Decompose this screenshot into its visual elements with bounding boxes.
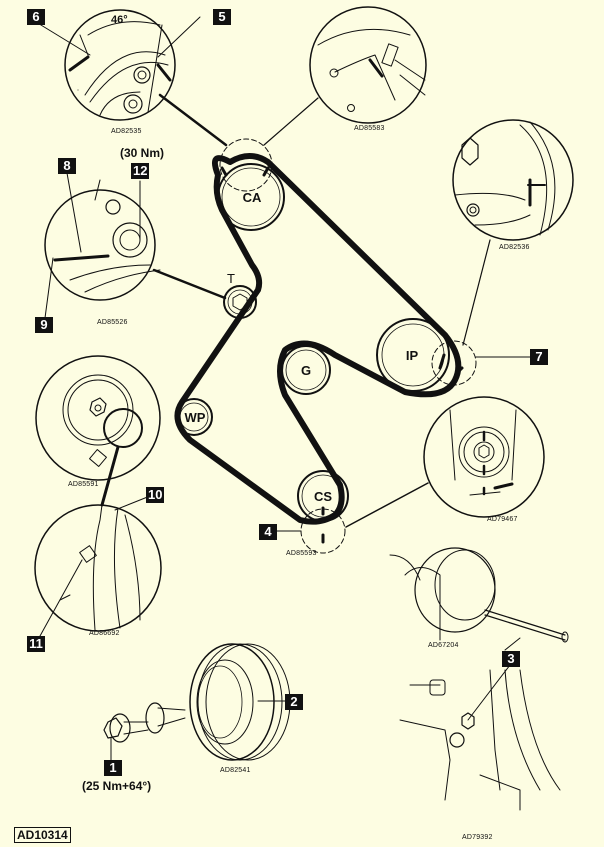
crankshaft-pulley xyxy=(297,470,349,522)
cam-mark-zone xyxy=(219,138,273,192)
ref-cam-lock: AD85583 xyxy=(354,125,385,132)
ref-tensioner: AD85526 xyxy=(97,319,128,326)
callout-12: 12 xyxy=(131,163,150,179)
ref-cam-timing: AD82535 xyxy=(111,128,142,135)
ref-tensioner-pointer: AD85591 xyxy=(68,481,99,488)
callout-2: 2 xyxy=(285,694,303,710)
callout-7: 7 xyxy=(530,349,548,365)
camshaft-pulley xyxy=(217,163,285,231)
callout-9: 9 xyxy=(35,317,53,333)
ref-flywheel: AD79392 xyxy=(462,834,493,841)
callout-4: 4 xyxy=(259,524,277,540)
figure-id: AD10314 xyxy=(14,827,71,843)
timing-marks xyxy=(220,166,464,544)
detail-pump-timing xyxy=(452,119,574,241)
ref-crank-timing: AD79467 xyxy=(487,516,518,523)
pulley-label-ip: IP xyxy=(405,348,419,363)
angle-annotation: 46° xyxy=(111,14,128,26)
callout-8: 8 xyxy=(58,158,76,174)
detail-tensioner-marks xyxy=(34,504,162,632)
pulley-label-g: G xyxy=(300,363,312,378)
ref-pulley: AD82541 xyxy=(220,767,251,774)
pulley-label-wp: WP xyxy=(184,410,206,425)
detail-cam-lock xyxy=(309,6,427,124)
pulley-label-ca: CA xyxy=(242,190,262,205)
tensioner-pulley xyxy=(223,285,257,319)
timing-belt xyxy=(174,153,462,525)
ref-tensioner-detail: AD86692 xyxy=(89,630,120,637)
callout-1: 1 xyxy=(104,760,122,776)
ref-crank-pin: AD67204 xyxy=(428,642,459,649)
bolt-torque: (25 Nm+64°) xyxy=(82,779,152,793)
callout-10: 10 xyxy=(146,487,165,503)
detail-tensioner xyxy=(44,179,161,301)
tensioner-torque: (30 Nm) xyxy=(120,146,165,160)
callout-5: 5 xyxy=(213,9,231,25)
detail-cam-timing xyxy=(64,9,176,121)
hex-bolt-icon xyxy=(232,293,248,311)
ref-pump-timing: AD82536 xyxy=(499,244,530,251)
callout-6: 6 xyxy=(27,9,45,25)
crank-pulley-part xyxy=(189,643,291,761)
guide-pulley xyxy=(281,345,331,395)
pulley-label-cs: CS xyxy=(313,489,333,504)
water-pump-pulley xyxy=(175,398,213,436)
pump-mark-zone xyxy=(431,340,477,386)
detail-tensioner-pointer xyxy=(35,355,161,481)
crank-pulley-bolt xyxy=(103,702,186,743)
pulley-label-t: T xyxy=(227,271,235,286)
detail-crank-pin xyxy=(389,547,569,643)
detail-crank-timing xyxy=(423,396,545,518)
ref-belt-overview: AD85593 xyxy=(286,550,317,557)
callout-3: 3 xyxy=(502,651,520,667)
detail-flywheel-lock xyxy=(399,669,561,811)
callout-11: 11 xyxy=(27,636,45,652)
